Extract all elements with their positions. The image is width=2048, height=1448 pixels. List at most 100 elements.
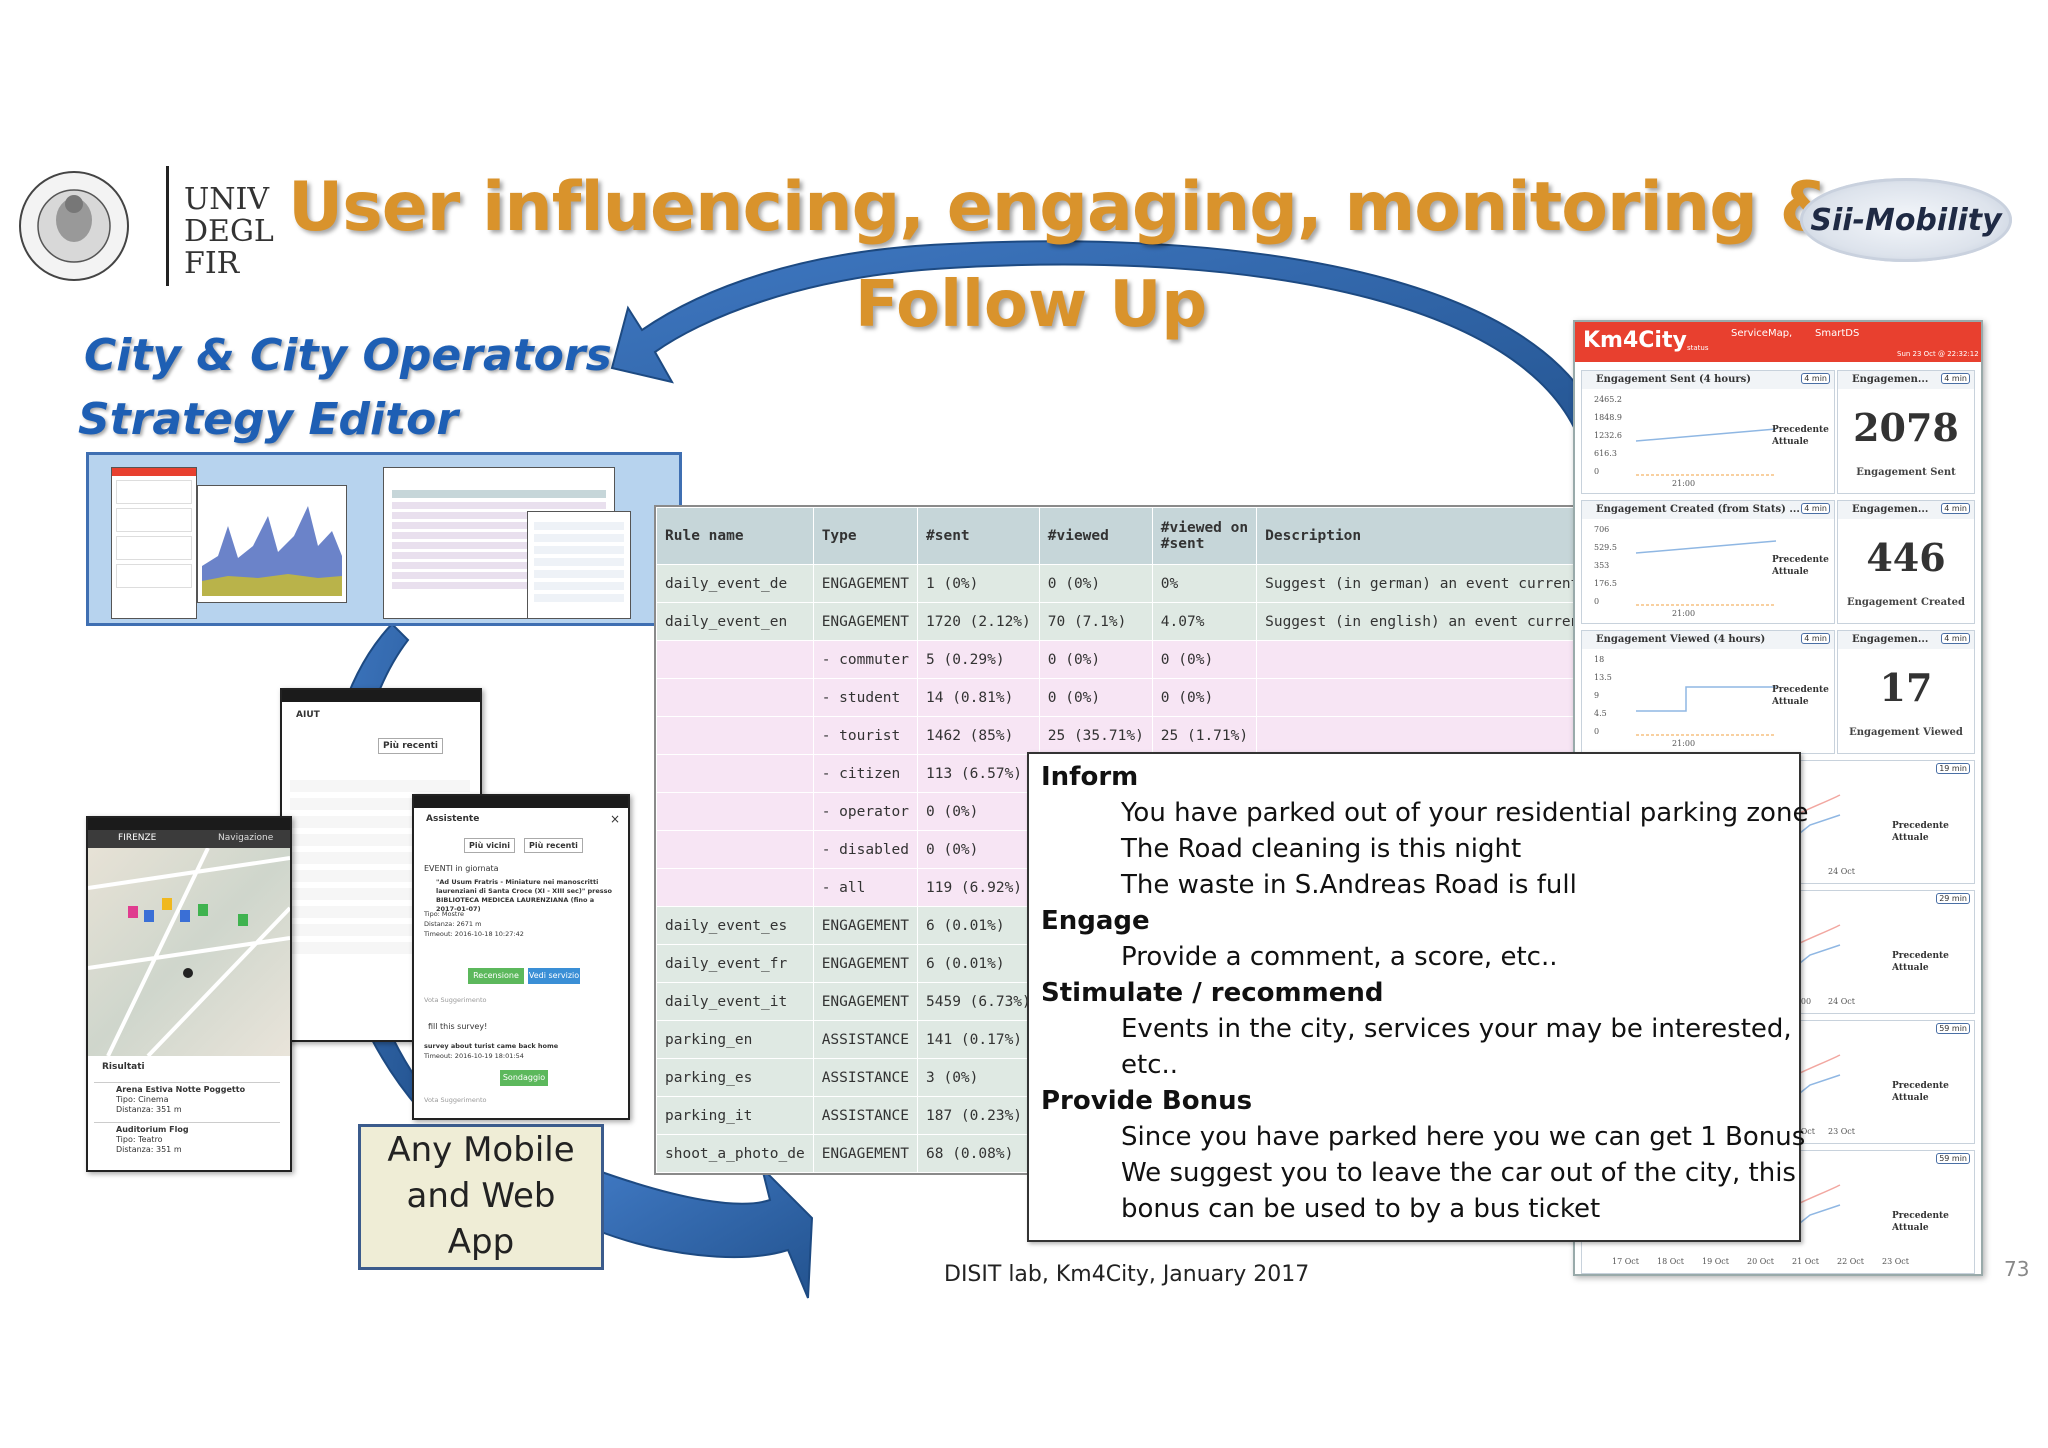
close-icon[interactable]: × <box>610 812 621 826</box>
info-line: Since you have parked here you we can ge… <box>1121 1122 1806 1152</box>
rule-name-link[interactable]: daily_event_fr <box>656 944 814 983</box>
cell-sent: 5 (0.29%) <box>917 640 1040 679</box>
rule-name-link[interactable]: daily_event_en <box>656 602 814 641</box>
editor-thumb-form[interactable] <box>527 511 631 619</box>
phone-map-view[interactable] <box>88 847 290 1058</box>
phone-back-tab[interactable]: Più recenti <box>378 738 443 754</box>
survey-button[interactable]: Sondaggio <box>500 1070 548 1086</box>
rule-name-link[interactable] <box>656 868 814 907</box>
rule-name-link[interactable] <box>656 640 814 679</box>
review-button[interactable]: Recensione <box>468 968 524 984</box>
cell-type: ASSISTANCE <box>812 1020 919 1059</box>
view-service-button[interactable]: Vedi servizio <box>528 968 580 984</box>
x-tick: 23 Oct <box>1882 1257 1909 1266</box>
rule-name-link[interactable]: shoot_a_photo_de <box>656 1134 814 1173</box>
vote-label: Vota Suggerimento <box>424 996 487 1004</box>
panel-title: Engagement Created (from Stats) ... <box>1582 501 1834 519</box>
phone-back-section: AIUT <box>296 710 320 720</box>
x-tick: 19 Oct <box>1702 1257 1729 1266</box>
cell-desc: Suggest (in english) an event currently … <box>1256 602 1576 641</box>
legend-previous: Precedente <box>1772 685 1829 695</box>
cell-ratio: 4.07% <box>1151 602 1258 641</box>
vote-label: Vota Suggerimento <box>424 1096 487 1104</box>
y-tick: 4.5 <box>1594 709 1607 718</box>
rule-name-link[interactable] <box>656 792 814 831</box>
phone-map-result[interactable]: Arena Estiva Notte Poggetto Tipo: Cinema… <box>94 1082 280 1121</box>
header-type[interactable]: Type <box>812 507 919 565</box>
rule-name-link[interactable]: parking_en <box>656 1020 814 1059</box>
rule-name-link[interactable]: parking_es <box>656 1058 814 1097</box>
rule-name-link[interactable]: parking_it <box>656 1096 814 1135</box>
result-distance: Distanza: 351 m <box>116 1105 182 1114</box>
y-tick: 353 <box>1594 561 1610 570</box>
kpi-caption: Engagement Created <box>1846 597 1966 608</box>
cell-sent: 6 (0.01%) <box>917 944 1040 983</box>
rule-name-link[interactable] <box>656 678 814 717</box>
cell-sent: 1 (0%) <box>917 564 1040 603</box>
kpi-age: 4 min <box>1941 503 1970 514</box>
cell-ratio: 0% <box>1151 564 1258 603</box>
header-rule-name[interactable]: Rule name <box>656 507 814 565</box>
header-viewed-on-sent[interactable]: #viewed on #sent <box>1151 507 1258 565</box>
univ-line-3: FIR <box>184 246 240 281</box>
rule-name-link[interactable]: daily_event_de <box>656 564 814 603</box>
cell-sent: 113 (6.57%) <box>917 754 1040 793</box>
header-sent[interactable]: #sent <box>917 507 1040 565</box>
result-name: Arena Estiva Notte Poggetto <box>116 1085 246 1094</box>
cell-type: - tourist <box>812 716 919 755</box>
header-description[interactable]: Description <box>1256 507 1576 565</box>
phone-map-result[interactable]: Auditorium Flog Tipo: Teatro Distanza: 3… <box>94 1122 280 1161</box>
cell-type: ENGAGEMENT <box>812 906 919 945</box>
nav-smartds[interactable]: SmartDS <box>1815 328 1860 339</box>
nav-servicemap[interactable]: ServiceMap, <box>1731 328 1793 339</box>
phone-map-city: FIRENZE <box>118 833 157 843</box>
university-divider <box>166 166 169 286</box>
panel-age: 59 min <box>1936 1023 1970 1034</box>
tab-recent[interactable]: Più recenti <box>524 838 583 853</box>
cell-sent: 3 (0%) <box>917 1058 1040 1097</box>
tab-nearest[interactable]: Più vicini <box>464 838 515 853</box>
x-tick: 24 Oct <box>1828 997 1855 1006</box>
rule-name-link[interactable] <box>656 754 814 793</box>
series-line <box>1635 540 1777 606</box>
editor-thumb-chart[interactable] <box>197 485 347 603</box>
cell-desc <box>1256 716 1576 755</box>
phone-map-nav[interactable]: Navigazione <box>218 833 274 843</box>
editor-thumb-dashboard[interactable] <box>111 467 197 619</box>
cell-type: ASSISTANCE <box>812 1096 919 1135</box>
slide-footer: DISIT lab, Km4City, January 2017 <box>944 1262 1310 1287</box>
table-header-row: Rule name Type #sent #viewed #viewed on … <box>656 507 1576 565</box>
kpi-value: 446 <box>1866 535 1946 580</box>
legend-current: Attuale <box>1892 833 1929 843</box>
y-tick: 0 <box>1594 467 1600 476</box>
assistant-event-timeout: Timeout: 2016-10-18 10:27:42 <box>424 930 524 938</box>
rule-name-link[interactable] <box>656 716 814 755</box>
dashboard-brand[interactable]: Km4City <box>1583 328 1687 353</box>
y-tick: 529.5 <box>1594 543 1617 552</box>
panel-age: 4 min <box>1801 633 1830 644</box>
dashboard-header: Km4City status ServiceMap, SmartDS Sun 2… <box>1575 322 1981 362</box>
rule-name-link[interactable] <box>656 830 814 869</box>
survey-text: survey about turist came back home <box>424 1042 559 1050</box>
arrow-top <box>610 240 1614 472</box>
cell-sent: 1462 (85%) <box>917 716 1040 755</box>
cell-viewed: 0 (0%) <box>1038 640 1153 679</box>
rule-name-link[interactable]: daily_event_es <box>656 906 814 945</box>
cell-type: - operator <box>812 792 919 831</box>
y-tick: 2465.2 <box>1594 395 1622 404</box>
info-heading: Stimulate / recommend <box>1041 978 1384 1008</box>
kpi-caption: Engagement Sent <box>1856 467 1956 478</box>
university-logo <box>14 168 164 284</box>
result-distance: Distanza: 351 m <box>116 1145 182 1154</box>
mobile-app-label: Any Mobile and Web App <box>358 1124 604 1270</box>
university-name: UNIV DEGL FIR <box>184 184 274 280</box>
cell-sent: 6 (0.01%) <box>917 906 1040 945</box>
rule-name-link[interactable]: daily_event_it <box>656 982 814 1021</box>
header-viewed[interactable]: #viewed <box>1038 507 1153 565</box>
